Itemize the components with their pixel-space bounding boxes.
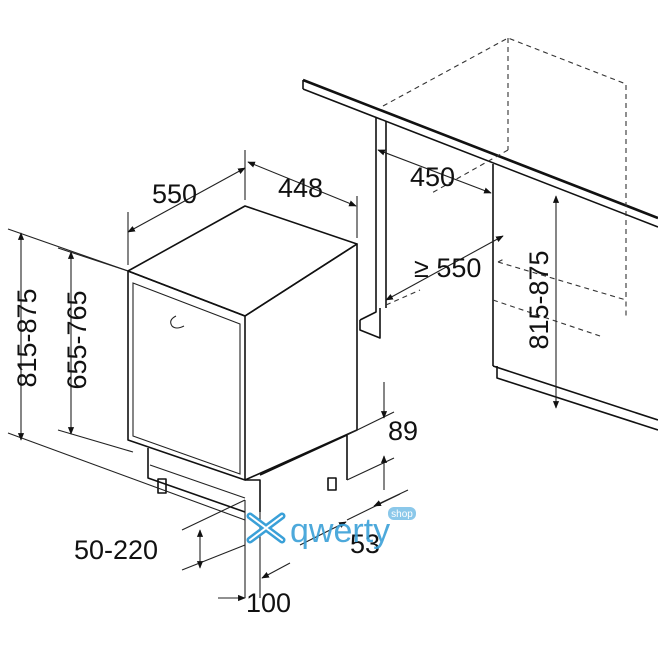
width-label: 550 (152, 179, 197, 209)
height-total-label: 815-875 (12, 288, 42, 387)
qwerty-logo-icon (246, 512, 286, 544)
height-body-label: 655-765 (62, 290, 92, 389)
door-handle-icon (170, 315, 185, 329)
watermark-brand: qwerty (290, 512, 390, 550)
niche-depth-label: ≥ 550 (414, 253, 481, 283)
dishwasher-body (127, 205, 358, 513)
depth-label: 448 (278, 173, 323, 203)
toe-recess-label: 100 (246, 588, 291, 618)
watermark-badge-bg (388, 507, 416, 520)
plinth-adjust-label: 50-220 (74, 535, 158, 565)
dimension-lines (7, 149, 560, 602)
foot-rear-right (327, 477, 337, 491)
plinth-depth-label: 53 (350, 529, 380, 559)
foot-front-left (157, 478, 167, 494)
niche-width-label: 450 (410, 162, 455, 192)
cabinet-niche (302, 37, 658, 431)
plinth-height-label: 89 (388, 416, 418, 446)
niche-height-label: 815-875 (524, 250, 554, 349)
watermark-badge: shop (391, 509, 413, 520)
qwerty-watermark: qwerty shop (246, 507, 416, 550)
